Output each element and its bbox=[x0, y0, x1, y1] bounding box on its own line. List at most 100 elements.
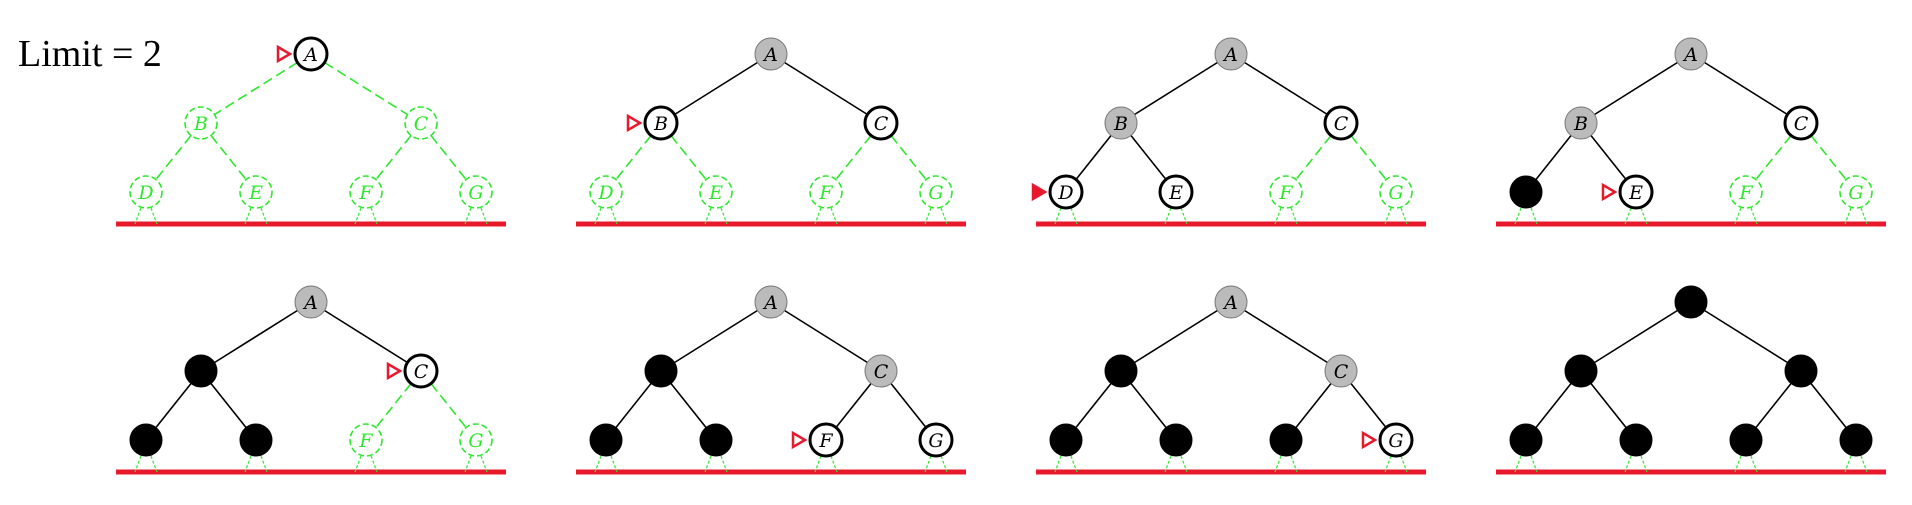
node-circle-E bbox=[239, 423, 273, 457]
node-circle-F bbox=[1729, 175, 1763, 209]
node-circle-C bbox=[1783, 105, 1819, 141]
edge-B-D bbox=[1075, 383, 1112, 428]
node-label-B: B bbox=[1113, 113, 1128, 135]
node-circle-E bbox=[1618, 174, 1654, 210]
node-circle-B bbox=[184, 354, 218, 388]
cutoff-stub-E bbox=[1624, 207, 1632, 225]
node-label-C: C bbox=[1334, 361, 1349, 383]
current-node-pointer-icon bbox=[1361, 430, 1378, 450]
edge-B-D bbox=[155, 383, 192, 428]
node-label-A: A bbox=[762, 292, 778, 314]
current-node-pointer-icon bbox=[276, 44, 293, 64]
node-G bbox=[1839, 423, 1873, 457]
node-circle-A bbox=[1214, 37, 1248, 71]
node-label-A: A bbox=[1222, 292, 1238, 314]
cutoff-stub-G bbox=[940, 455, 948, 473]
node-C: C bbox=[404, 106, 438, 140]
node-A: A bbox=[1214, 37, 1248, 71]
cutoff-stub-G bbox=[1384, 455, 1392, 473]
edge-C-F bbox=[1755, 383, 1792, 428]
node-E: E bbox=[699, 175, 733, 209]
edge-B-E bbox=[1590, 135, 1627, 180]
edge-C-G bbox=[890, 135, 927, 180]
cutoff-stub-F bbox=[830, 207, 838, 225]
cutoff-stub-E bbox=[704, 455, 712, 473]
node-A: A bbox=[293, 36, 329, 72]
cutoff-stub-D bbox=[1530, 207, 1538, 225]
node-circle-C bbox=[1324, 354, 1358, 388]
cutoff-stub-G bbox=[940, 207, 948, 225]
cutoff-stub-G bbox=[1400, 455, 1408, 473]
node-circle-F bbox=[1729, 423, 1763, 457]
cutoff-stub-F bbox=[354, 207, 362, 225]
edge-A-B bbox=[214, 309, 298, 364]
edge-A-C bbox=[1704, 61, 1788, 116]
cutoff-stub-E bbox=[704, 207, 712, 225]
cutoff-stub-E bbox=[1180, 207, 1188, 225]
node-D bbox=[1049, 423, 1083, 457]
cutoff-stub-F bbox=[814, 455, 822, 473]
node-E: E bbox=[1618, 174, 1654, 210]
edge-A-C bbox=[784, 61, 868, 116]
node-A: A bbox=[1674, 37, 1708, 71]
node-label-E: E bbox=[708, 182, 723, 204]
edge-A-C bbox=[324, 309, 408, 364]
node-circle-A bbox=[754, 37, 788, 71]
node-label-C: C bbox=[874, 361, 889, 383]
node-circle-F bbox=[349, 175, 383, 209]
edge-C-G bbox=[1810, 135, 1847, 180]
cutoff-stub-E bbox=[1624, 455, 1632, 473]
cutoff-stub-F bbox=[1750, 207, 1758, 225]
cutoff-stub-F bbox=[1750, 455, 1758, 473]
cutoff-stub-D bbox=[594, 455, 602, 473]
cutoff-stub-F bbox=[830, 455, 838, 473]
edge-A-C bbox=[1244, 61, 1328, 116]
edge-B-E bbox=[670, 135, 707, 180]
edge-A-C bbox=[1244, 309, 1328, 364]
node-E: E bbox=[1158, 174, 1194, 210]
cutoff-stub-F bbox=[1274, 455, 1282, 473]
cutoff-stub-D bbox=[1514, 207, 1522, 225]
edge-C-F bbox=[1295, 383, 1332, 428]
edge-A-B bbox=[1134, 61, 1218, 116]
node-circle-B bbox=[1104, 106, 1138, 140]
panel-7: ACG bbox=[1036, 285, 1426, 475]
edge-C-G bbox=[890, 383, 927, 428]
edge-A-B bbox=[674, 61, 758, 116]
node-C: C bbox=[1783, 105, 1819, 141]
node-circle-D bbox=[129, 423, 163, 457]
node-E bbox=[699, 423, 733, 457]
current-node-pointer-icon bbox=[791, 430, 808, 450]
node-circle-A bbox=[1674, 285, 1708, 319]
cutoff-stub-D bbox=[610, 455, 618, 473]
edge-C-F bbox=[375, 383, 412, 428]
edge-B-D bbox=[1535, 383, 1572, 428]
node-C: C bbox=[403, 353, 439, 389]
node-label-E: E bbox=[1168, 182, 1183, 204]
cutoff-stub-D bbox=[594, 207, 602, 225]
node-C: C bbox=[1324, 354, 1358, 388]
panel-8 bbox=[1496, 285, 1886, 475]
cutoff-stub-G bbox=[464, 455, 472, 473]
node-G: G bbox=[1379, 175, 1413, 209]
edge-B-D bbox=[1075, 135, 1112, 180]
edge-A-C bbox=[324, 61, 408, 116]
node-circle-F bbox=[1269, 423, 1303, 457]
cutoff-stub-G bbox=[924, 455, 932, 473]
node-F: F bbox=[808, 422, 844, 458]
node-circle-C bbox=[1323, 105, 1359, 141]
node-circle-G bbox=[459, 423, 493, 457]
node-label-C: C bbox=[1334, 113, 1349, 135]
node-circle-C bbox=[404, 106, 438, 140]
edge-B-E bbox=[1130, 383, 1167, 428]
edge-A-B bbox=[1594, 309, 1678, 364]
node-label-C: C bbox=[874, 113, 889, 135]
cutoff-stub-E bbox=[244, 455, 252, 473]
node-circle-D bbox=[1509, 175, 1543, 209]
